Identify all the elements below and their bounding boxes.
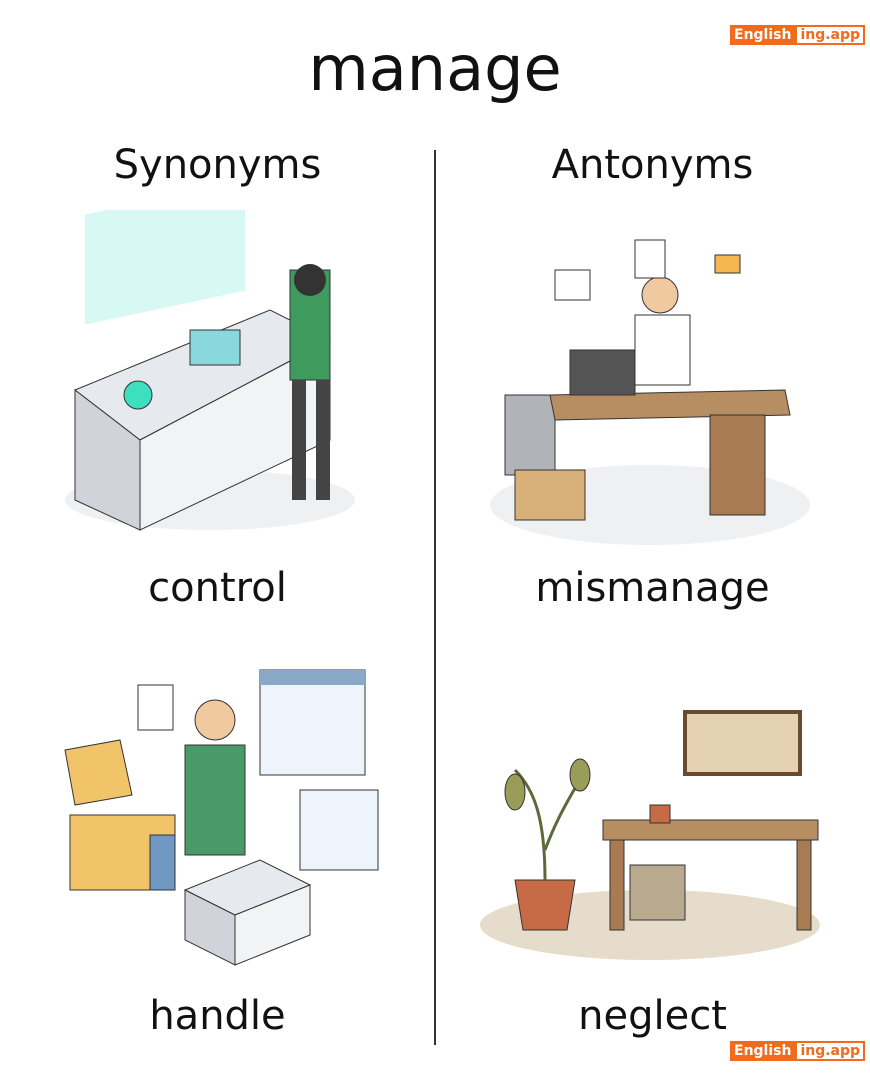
antonyms-heading: Antonyms: [551, 142, 754, 188]
synonyms-heading: Synonyms: [113, 142, 322, 188]
synonym-control: control: [148, 565, 287, 611]
divider: [434, 150, 436, 1045]
page-title: manage: [308, 32, 562, 105]
control-illustration: [65, 210, 355, 531]
logo-text-english: English: [730, 1041, 796, 1061]
neglect-illustration: [480, 710, 820, 960]
logo-text-app: ing.app: [795, 25, 866, 45]
synonym-handle: handle: [149, 993, 286, 1039]
mismanage-illustration: [490, 239, 810, 545]
logo-text-app: ing.app: [795, 1041, 866, 1061]
logo-text-english: English: [730, 25, 796, 45]
antonym-mismanage: mismanage: [535, 565, 770, 611]
handle-illustration: [64, 669, 379, 966]
antonym-neglect: neglect: [578, 993, 727, 1039]
